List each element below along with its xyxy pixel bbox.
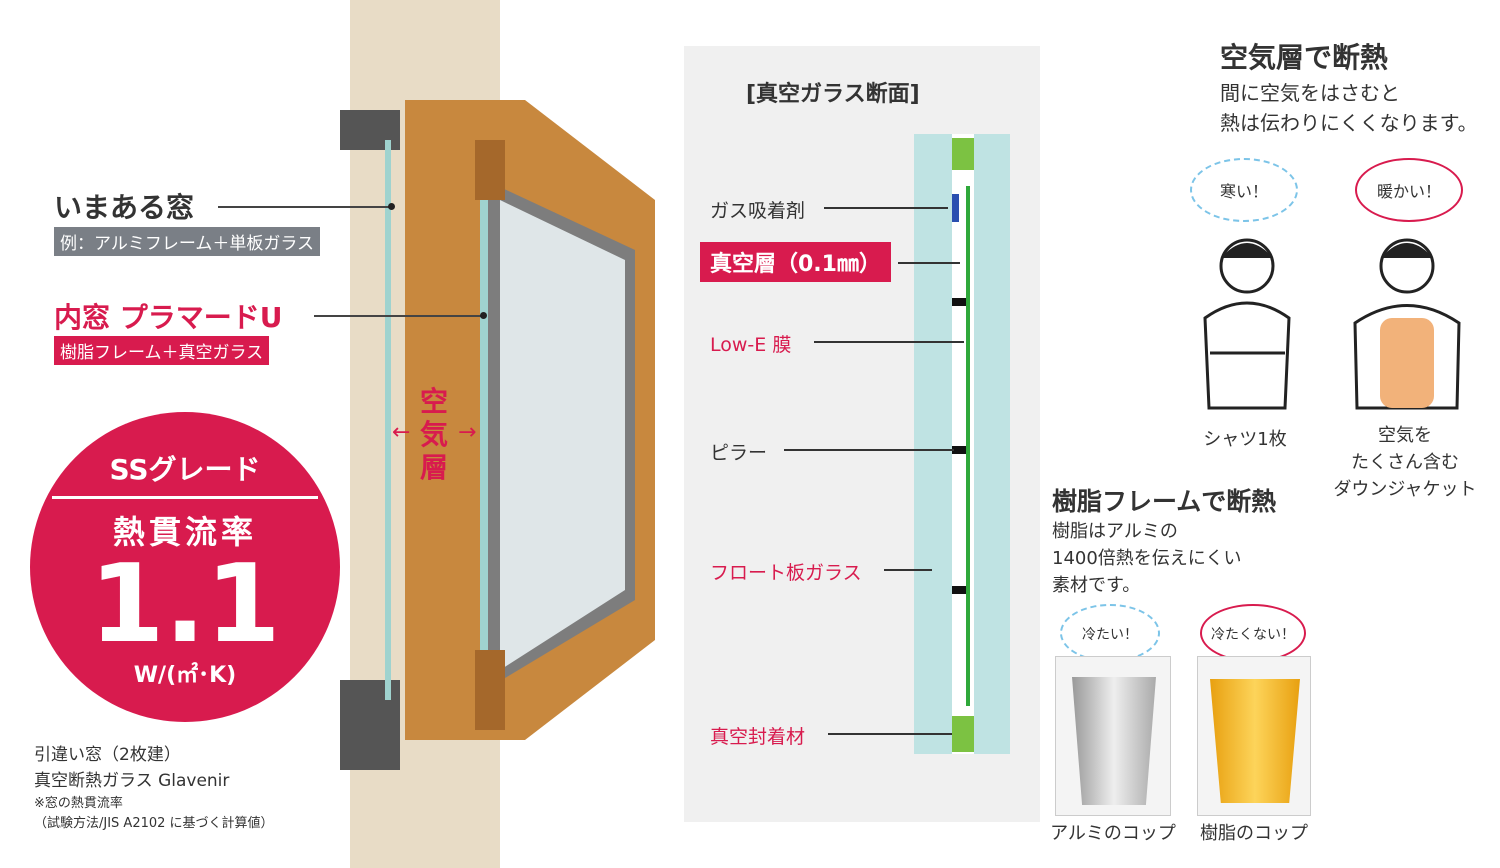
window-illustration	[340, 0, 655, 868]
inner-window-label: 内窓 プラマードU	[54, 301, 283, 334]
label-low-e: Low-E 膜	[710, 334, 792, 356]
inner-window-tag: 樹脂フレーム＋真空ガラス	[54, 336, 270, 365]
warm-caption: 空気をたくさん含むダウンジャケット	[1333, 425, 1477, 500]
cold-caption: シャツ1枚	[1203, 429, 1287, 450]
cold-cup-bubble: 冷たい！	[1060, 604, 1160, 662]
glass-cross-section-panel: [真空ガラス断面] ガス吸着剤 真空層（0.1㎜） Low-E 膜 ピラー フロ…	[684, 46, 1040, 822]
window-notes: 引違い窓（2枚建）真空断熱ガラス Glavenir ※窓の熱貫流率 （試験方法/…	[34, 745, 274, 831]
aluminum-cup-image	[1055, 656, 1171, 816]
label-pillar: ピラー	[710, 442, 768, 464]
resin-cup-caption: 樹脂のコップ	[1200, 823, 1308, 844]
air-layer-label: 空気層	[420, 385, 449, 484]
current-window-tag: 例：アルミフレーム＋単板ガラス	[54, 227, 320, 256]
cold-bubble: 寒い！	[1190, 158, 1298, 222]
label-seal: 真空封着材	[710, 726, 806, 748]
label-float-glass: フロート板ガラス	[710, 562, 862, 584]
aluminum-cup-caption: アルミのコップ	[1050, 823, 1176, 844]
air-section-body: 間に空気をはさむと熱は伝わりにくくなります。	[1220, 81, 1478, 135]
grade-badge: SSグレード 熱貫流率 1.1 W/(㎡･K)	[30, 412, 340, 722]
current-window-label: いまある窓	[54, 191, 195, 224]
warm-cup-bubble: 冷たくない！	[1200, 604, 1306, 662]
cross-section-title: [真空ガラス断面]	[746, 82, 920, 107]
warm-bubble: 暖かい！	[1355, 158, 1463, 222]
arrow-right-icon: →	[458, 420, 477, 445]
cold-man-icon	[1203, 238, 1291, 410]
resin-section-title: 樹脂フレームで断熱	[1052, 487, 1277, 516]
arrow-left-icon: ←	[392, 420, 411, 445]
resin-cup-image	[1197, 656, 1311, 816]
air-section-title: 空気層で断熱	[1220, 41, 1389, 74]
label-vacuum-layer: 真空層（0.1㎜）	[700, 242, 891, 282]
warm-man-icon	[1353, 238, 1461, 410]
label-gas-absorber: ガス吸着剤	[710, 200, 806, 222]
